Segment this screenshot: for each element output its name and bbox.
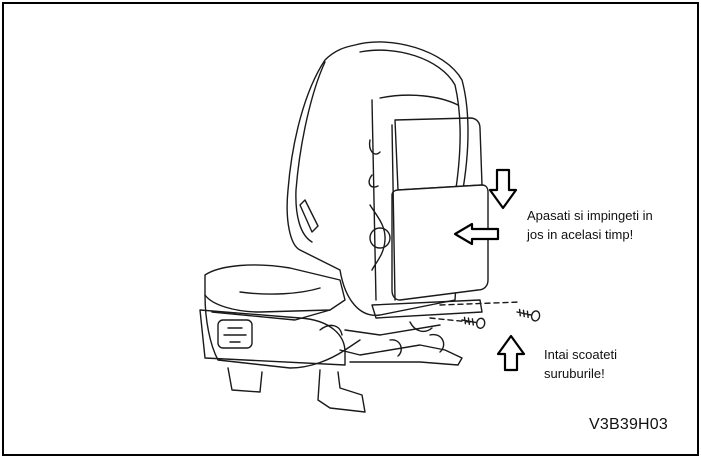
figure-code-label: V3B39H03 [589,416,668,433]
screw-icon [516,308,541,322]
left-arrow-icon [453,222,500,246]
screw-icon [461,316,486,329]
down-arrow-icon [488,168,518,210]
bolt-guide-line [429,317,471,323]
seat-side-trim [199,309,346,366]
push-instruction-label: Apasati si impingeti in jos in acelasi t… [527,208,653,242]
seat-cushion [204,264,361,369]
seat-backrest [286,41,469,316]
rear-back-panel [391,117,489,301]
up-arrow-icon [496,334,526,372]
screws-instruction-label: Intai scoateti suruburile! [544,347,617,381]
seat-rails [227,299,483,413]
bolt-guide-line [439,301,521,306]
